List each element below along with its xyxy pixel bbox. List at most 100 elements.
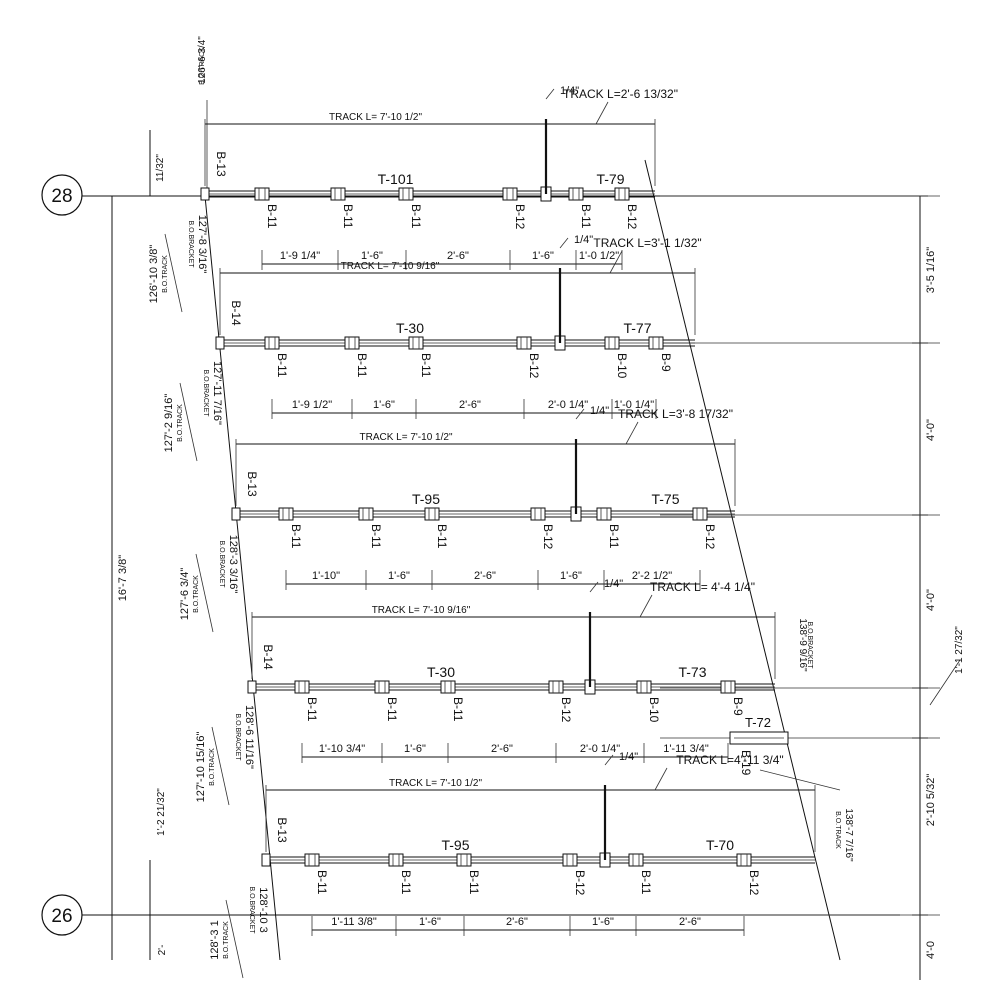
gap-leader xyxy=(545,88,555,100)
bracket-mark xyxy=(344,336,360,350)
bracket-label: B-11 xyxy=(579,204,593,229)
elev-track-note: B.O.TRACK xyxy=(223,921,230,959)
bracket-mark xyxy=(636,680,652,694)
bracket-mark xyxy=(628,853,644,867)
bracket-label: B-12 xyxy=(527,353,541,379)
elev-bracket-text: 128'-6 11/16" xyxy=(243,705,255,769)
bracket-label: B-11 xyxy=(639,870,653,895)
elev-bracket-text: 127'-11 7/16" xyxy=(211,361,223,425)
gap-label: 1/4" xyxy=(560,85,579,97)
track-right-leader xyxy=(654,767,668,791)
track-length-left: TRACK L= 7'-10 1/2" xyxy=(389,778,482,789)
bracket-label: B-12 xyxy=(541,524,555,550)
right-elev-bracket-text: 138'-9 9/16" xyxy=(797,618,808,672)
right-elev-track-note: B.O.TRACK xyxy=(834,811,841,849)
elev-leader xyxy=(211,726,230,806)
bracket-spacing-label: 1'-10 3/4" xyxy=(319,743,365,755)
elev-track-note: B.O.TRACK xyxy=(209,748,216,786)
bracket-label: B-11 xyxy=(467,870,481,895)
bracket-label: B-11 xyxy=(607,524,621,549)
extra-track-tag: T-72 xyxy=(745,715,771,730)
extra-bracket-label: B-19 xyxy=(739,750,753,776)
track-length-left: TRACK L= 7'-10 9/16" xyxy=(372,605,471,616)
bracket-spacing-label: 2'-2 1/2" xyxy=(632,570,672,582)
top-elev-text: 126'-6 3/4" xyxy=(197,36,208,84)
bracket-spacing-label: 1'-0 1/2" xyxy=(579,250,619,262)
end-bracket-mark xyxy=(200,187,210,201)
bracket-mark xyxy=(720,680,736,694)
bracket-spacing-label: 1'-6" xyxy=(404,743,426,755)
bracket-spacing-label: 2'-6" xyxy=(474,570,496,582)
bracket-spacing-label: 1'-6" xyxy=(532,250,554,262)
gap-leader xyxy=(559,237,569,249)
bracket-spacing-label: 1'-6" xyxy=(361,250,383,262)
bracket-label: B-11 xyxy=(369,524,383,549)
offset-dim-text: 11/32" xyxy=(155,154,166,182)
elev-bracket-note: B.O.BRACKET xyxy=(234,713,241,761)
bracket-spacing-label: 2'-6" xyxy=(506,916,528,928)
grid-bubble-label: 26 xyxy=(51,906,72,927)
track-tag-main: T-101 xyxy=(378,171,414,187)
bracket-label: B-11 xyxy=(265,204,279,229)
bracket-label: B-10 xyxy=(647,697,661,723)
end-bracket-label: B-13 xyxy=(275,817,289,843)
bracket-spacing-label: 1'-9 1/4" xyxy=(280,250,320,262)
bracket-mark xyxy=(548,680,564,694)
bracket-mark xyxy=(278,507,294,521)
grid-bubble xyxy=(41,174,83,216)
elev-bracket-note: B.O.BRACKET xyxy=(187,220,194,268)
elev-track-text: 127'-10 15/16" xyxy=(195,731,207,802)
track-right-leader xyxy=(639,594,653,618)
elev-leader xyxy=(164,233,183,313)
elev-track-text: 127'-2 9/16" xyxy=(163,394,175,453)
right-extra-text: 1'-1 27/32" xyxy=(954,626,965,674)
bracket-spacing-label: 2'-0 1/4" xyxy=(548,399,588,411)
bracket-mark xyxy=(408,336,424,350)
elev-bracket-text: 127'-8 3/16" xyxy=(196,215,208,274)
gap-label: 1/4" xyxy=(604,578,623,590)
right-dim-text: 3'-5 1/16" xyxy=(925,247,937,293)
bracket-label: B-12 xyxy=(747,870,761,896)
elev-leader xyxy=(225,899,244,979)
bracket-label: B-11 xyxy=(399,870,413,895)
track-tag-right: T-75 xyxy=(651,491,679,507)
bracket-spacing-label: 1'-6" xyxy=(419,916,441,928)
bracket-spacing-label: 1'-6" xyxy=(592,916,614,928)
bracket-label: B-12 xyxy=(703,524,717,550)
bracket-mark xyxy=(568,187,584,201)
end-bracket-mark xyxy=(231,507,241,521)
track-right-leader xyxy=(609,250,623,274)
bracket-label: B-11 xyxy=(451,697,465,722)
track-tag-right: T-73 xyxy=(678,664,706,680)
wall-diagonal-right xyxy=(644,159,841,961)
track-tag-main: T-95 xyxy=(412,491,440,507)
bracket-mark xyxy=(264,336,280,350)
bottom-offset-text: 1'-2 21/32" xyxy=(156,788,167,836)
bracket-mark xyxy=(736,853,752,867)
track-right-leader xyxy=(625,421,639,445)
right-dim-text: 4'-0" xyxy=(925,589,937,611)
bracket-label: B-11 xyxy=(289,524,303,549)
bracket-spacing-label: 1'-6" xyxy=(388,570,410,582)
track-right-leader xyxy=(595,101,609,125)
right-elev-bracket-note: B.O.BRACKET xyxy=(806,621,813,669)
elev-bracket-note: B.O.BRACKET xyxy=(202,369,209,417)
elev-bracket-note: B.O.BRACKET xyxy=(218,540,225,588)
bracket-label: B-12 xyxy=(559,697,573,723)
bracket-spacing-label: 1'-0 1/4" xyxy=(614,399,654,411)
end-bracket-mark xyxy=(261,853,271,867)
track-tag-right: T-70 xyxy=(706,837,734,853)
gap-leader xyxy=(575,408,585,420)
bracket-label: B-11 xyxy=(419,353,433,378)
bracket-label: B-12 xyxy=(625,204,639,230)
track-length-left: TRACK L= 7'-10 9/16" xyxy=(341,261,440,272)
elev-bracket-note: B.O.BRACKET xyxy=(248,886,255,934)
bracket-label: B-11 xyxy=(315,870,329,895)
elev-bracket-text: 128'-3 3/16" xyxy=(227,535,239,594)
bracket-spacing-label: 1'-9 1/2" xyxy=(292,399,332,411)
bracket-label: B-11 xyxy=(305,697,319,722)
bracket-mark xyxy=(516,336,532,350)
elev-bracket-text: 128'-10 3 xyxy=(257,887,269,933)
bracket-mark xyxy=(330,187,346,201)
